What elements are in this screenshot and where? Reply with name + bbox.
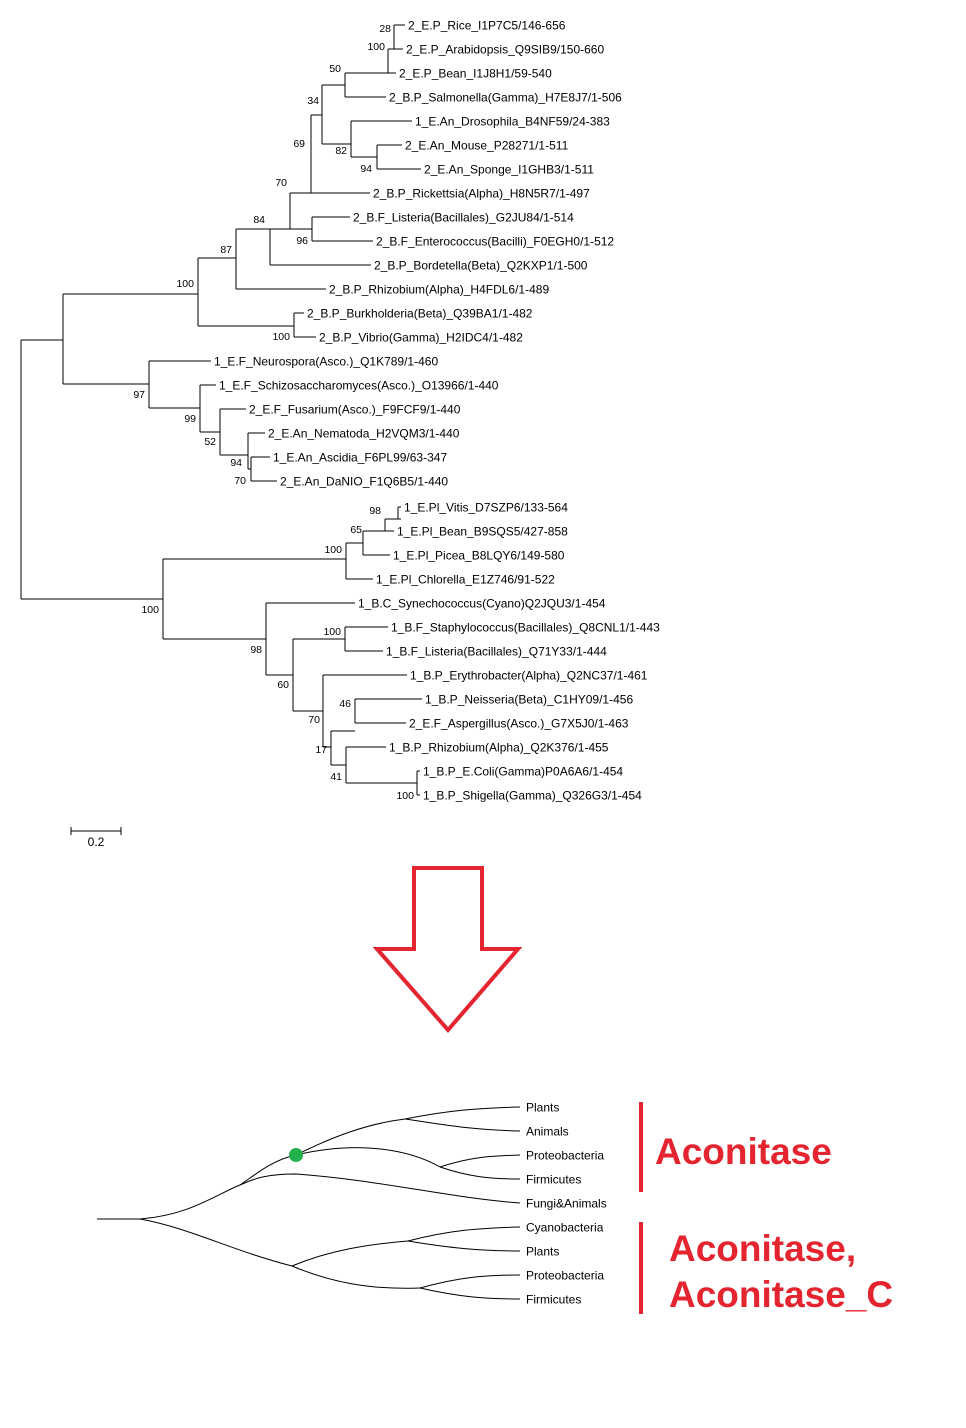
tree-branches [20,24,422,796]
bootstrap-value: 100 [323,626,341,638]
bootstrap-value: 82 [335,145,347,157]
bootstrap-value: 100 [176,278,194,290]
leaf-label: 1_B.F_Staphylococcus(Bacillales)_Q8CNL1/… [391,621,660,635]
leaf-label: 1_B.C_Synechococcus(Cyano)Q2JQU3/1-454 [358,597,606,611]
bootstrap-value: 84 [253,214,265,226]
tree-leaf-labels: 2_E.P_Rice_I1P7C5/146-656 2_E.P_Arabidop… [214,19,660,803]
leaf-label: 1_E.An_Drosophila_B4NF59/24-383 [415,115,610,129]
bootstrap-value: 17 [315,744,327,756]
bootstrap-value: 70 [308,714,320,726]
leaf-label: 1_E.Pl_Chlorella_E1Z746/91-522 [376,573,555,587]
bootstrap-value: 34 [307,95,319,107]
leaf-label: 2_E.An_Mouse_P28271/1-511 [405,139,569,153]
leaf-label: 1_B.P_Rhizobium(Alpha)_Q2K376/1-455 [389,741,609,755]
leaf-label: 1_B.F_Listeria(Bacillales)_Q71Y33/1-444 [386,645,607,659]
scale-label: 0.2 [88,835,105,849]
leaf-label: 2_E.An_Sponge_I1GHB3/1-511 [424,163,594,177]
leaf-label: 2_B.P_Salmonella(Gamma)_H7E8J7/1-506 [389,91,622,105]
bootstrap-value: 65 [350,524,362,536]
summary-leaf-label: Firmicutes [526,1293,581,1307]
leaf-label: 2_E.P_Arabidopsis_Q9SIB9/150-660 [406,43,604,57]
leaf-label: 1_E.F_Neurospora(Asco.)_Q1K789/1-460 [214,355,438,369]
group-label-aconitase-c: Aconitase_C [669,1274,893,1315]
leaf-label: 2_B.F_Enterococcus(Bacilli)_F0EGH0/1-512 [376,235,614,249]
summary-leaf-labels: Plants Animals Proteobacteria Firmicutes… [526,1101,607,1307]
bootstrap-value: 87 [220,244,232,256]
bootstrap-value: 100 [141,604,159,616]
leaf-label: 1_E.An_Ascidia_F6PL99/63-347 [273,451,447,465]
bootstrap-value: 98 [250,644,262,656]
leaf-label: 1_E.Pl_Bean_B9SQS5/427-858 [397,525,568,539]
leaf-label: 2_E.P_Bean_I1J8H1/59-540 [399,67,552,81]
summary-leaf-label: Plants [526,1245,559,1259]
leaf-label: 2_B.P_Bordetella(Beta)_Q2KXP1/1-500 [374,259,588,273]
leaf-label: 2_B.P_Rhizobium(Alpha)_H4FDL6/1-489 [329,283,549,297]
group-label-aconitase-c: Aconitase, [669,1228,856,1269]
leaf-label: 2_E.F_Fusarium(Asco.)_F9FCF9/1-440 [249,403,461,417]
bootstrap-value: 60 [277,679,289,691]
bootstrap-value: 97 [133,389,145,401]
leaf-label: 2_E.F_Aspergillus(Asco.)_G7X5J0/1-463 [409,717,629,731]
leaf-label: 1_B.P_Shigella(Gamma)_Q326G3/1-454 [423,789,642,803]
leaf-label: 1_E.F_Schizosaccharomyces(Asco.)_O13966/… [219,379,499,393]
bootstrap-value: 100 [272,331,290,343]
leaf-label: 2_E.P_Rice_I1P7C5/146-656 [408,19,566,33]
bootstrap-value: 94 [360,163,372,175]
bootstrap-value: 99 [184,413,196,425]
summary-leaf-label: Animals [526,1125,569,1139]
scale-bar: 0.2 [70,827,122,849]
bootstrap-value: 46 [339,698,351,710]
leaf-label: 2_B.P_Vibrio(Gamma)_H2IDC4/1-482 [319,331,523,345]
bootstrap-value: 100 [396,790,414,802]
bootstrap-value: 70 [275,177,287,189]
ancestral-node-marker [289,1148,303,1162]
leaf-label: 2_B.P_Burkholderia(Beta)_Q39BA1/1-482 [307,307,533,321]
group-label-aconitase: Aconitase [655,1131,832,1172]
summary-leaf-label: Plants [526,1101,559,1115]
leaf-label: 2_E.An_DaNIO_F1Q6B5/1-440 [280,475,448,489]
summary-tree-branches [97,1106,521,1300]
bootstrap-value: 50 [329,63,341,75]
leaf-label: 2_E.An_Nematoda_H2VQM3/1-440 [268,427,460,441]
bootstrap-value: 70 [234,475,246,487]
leaf-label: 2_B.F_Listeria(Bacillales)_G2JU84/1-514 [353,211,574,225]
summary-leaf-label: Proteobacteria [526,1269,604,1283]
leaf-label: 1_B.P_E.Coli(Gamma)P0A6A6/1-454 [423,765,623,779]
summary-leaf-label: Cyanobacteria [526,1221,604,1235]
leaf-label: 1_B.P_Erythrobacter(Alpha)_Q2NC37/1-461 [410,669,648,683]
bootstrap-values: 28 100 50 34 82 94 69 70 84 96 87 100 10… [133,23,414,802]
bootstrap-value: 28 [379,23,391,35]
bootstrap-value: 98 [369,505,381,517]
bootstrap-value: 100 [367,41,385,53]
leaf-label: 2_B.P_Rickettsia(Alpha)_H8N5R7/1-497 [373,187,590,201]
leaf-label: 1_E.Pl_Picea_B8LQY6/149-580 [393,549,565,563]
down-arrow-icon [372,866,523,1034]
summary-leaf-label: Firmicutes [526,1173,581,1187]
bootstrap-value: 100 [324,544,342,556]
leaf-label: 1_B.P_Neisseria(Beta)_C1HY09/1-456 [425,693,633,707]
bootstrap-value: 52 [204,436,216,448]
bootstrap-value: 96 [296,235,308,247]
summary-leaf-label: Fungi&Animals [526,1197,607,1211]
bootstrap-value: 94 [230,457,242,469]
bootstrap-value: 41 [330,771,342,783]
leaf-label: 1_E.Pl_Vitis_D7SZP6/133-564 [404,501,568,515]
bootstrap-value: 69 [293,138,305,150]
summary-leaf-label: Proteobacteria [526,1149,604,1163]
